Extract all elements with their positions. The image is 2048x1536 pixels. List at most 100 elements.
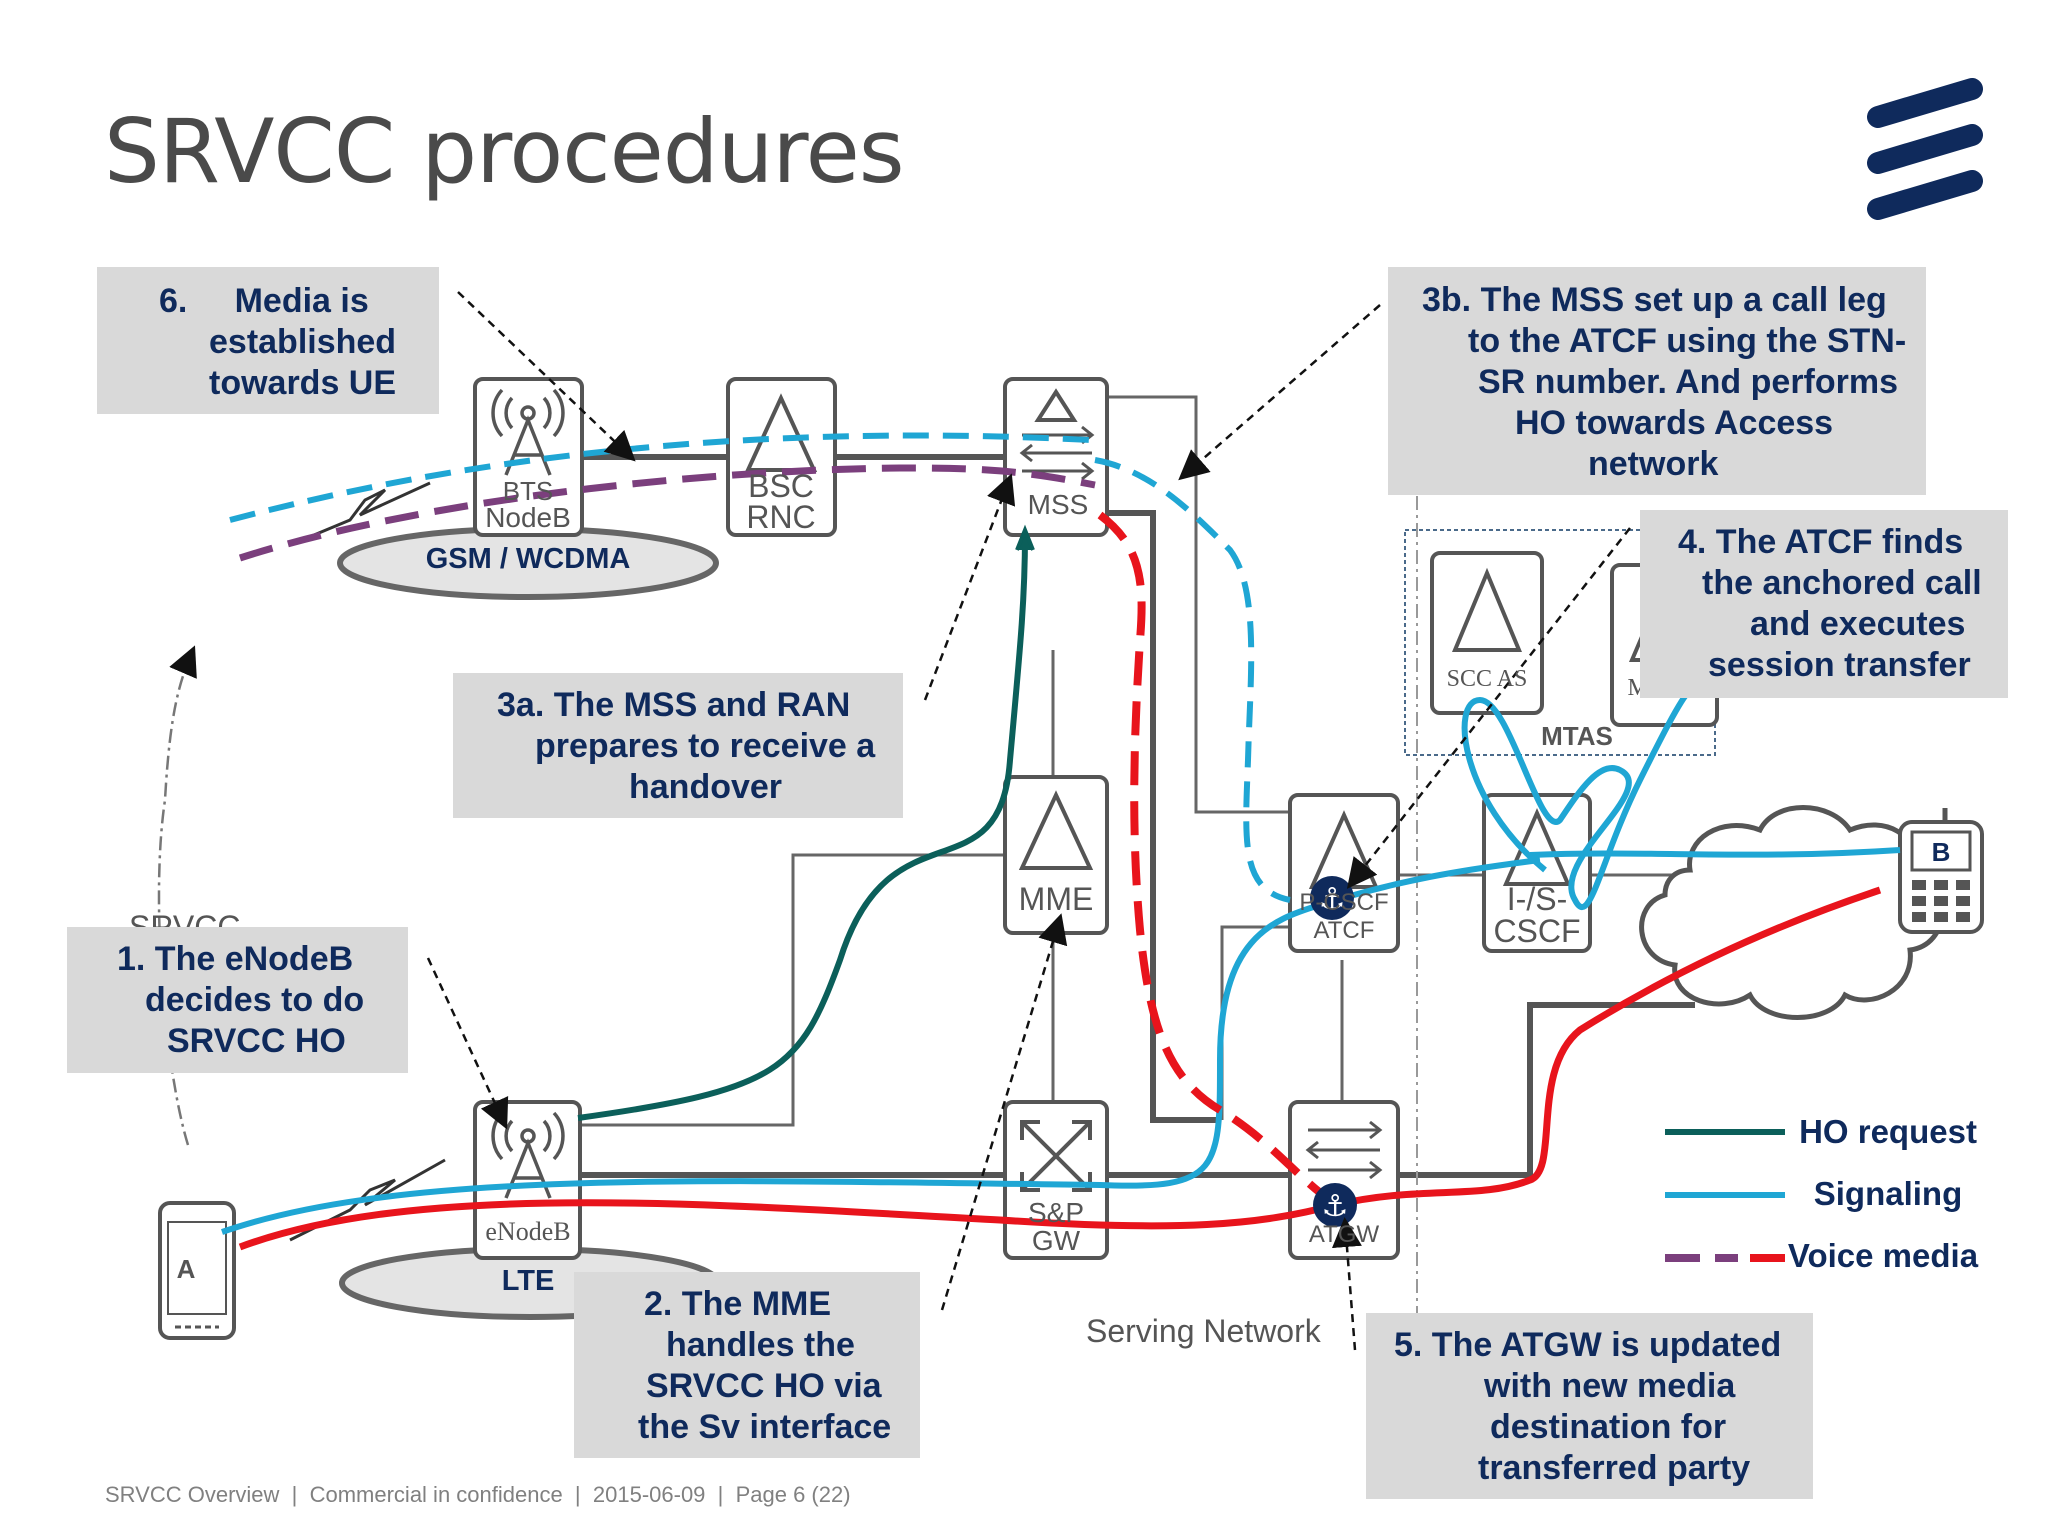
cscf-label-line1: I-/S-: [1507, 881, 1567, 917]
callout-step3b-line2: to the ATCF using the STN-: [1468, 322, 1907, 360]
mss-triangle-icon: [1034, 388, 1078, 422]
callout-step5: 5. The ATGW is updated with new media de…: [1366, 1313, 1813, 1499]
callout-step3b-line4: HO towards Access: [1515, 404, 1834, 442]
legend-voice-media-label: Voice media: [1787, 1237, 1979, 1274]
bsc-label-line2: RNC: [746, 499, 815, 535]
srvcc-handover-arrow: [157, 645, 197, 1146]
gsm-area-label: GSM / WCDMA: [426, 543, 631, 575]
callout-step3a-line2: prepares to receive a: [535, 727, 876, 765]
footer: SRVCC Overview | Commercial in confidenc…: [105, 1482, 851, 1507]
callout-step3a: 3a. The MSS and RAN prepares to receive …: [453, 673, 903, 818]
scc-as-label: SCC AS: [1447, 666, 1528, 692]
pointer-step6: [457, 291, 636, 462]
svg-text:⚓: ⚓: [1322, 1189, 1349, 1224]
atcf-anchor-icon: ⚓: [1310, 876, 1354, 920]
callout-step6-line3: towards UE: [209, 364, 397, 402]
atgw-label: ATGW: [1309, 1221, 1380, 1248]
callout-step6-line2: established: [209, 323, 397, 361]
atgw-switch-icon: [1305, 1120, 1383, 1180]
enodeb-box: [473, 1100, 582, 1260]
mss-box: [1003, 377, 1109, 537]
callout-step1-line2: decides to do: [145, 981, 365, 1019]
callout-step6: 6. Media is established towards UE: [97, 267, 439, 414]
cscf-label-line2: CSCF: [1493, 913, 1580, 949]
callout-step3a-line3: handover: [629, 768, 783, 806]
pointer-step3b: [1178, 304, 1381, 481]
phone-b-icon: [1898, 808, 1984, 934]
legend-ho-request-label: HO request: [1799, 1113, 1977, 1150]
callout-step1-line1: 1. The eNodeB: [117, 940, 354, 978]
callout-step3b: 3b. The MSS set up a call leg to the ATC…: [1388, 267, 1926, 495]
lte-area-label: LTE: [502, 1265, 555, 1297]
callout-step5-line1: 5. The ATGW is updated: [1394, 1326, 1782, 1364]
scc-as-triangle-icon: [1452, 567, 1522, 652]
callout-step1: 1. The eNodeB decides to do SRVCC HO: [67, 927, 408, 1073]
enodeb-label: eNodeB: [485, 1217, 570, 1246]
mtas-label: MTAS: [1541, 721, 1613, 751]
callout-step1-line3: SRVCC HO: [167, 1022, 346, 1060]
signaling-mtas-loop: [1461, 687, 1693, 910]
sgw-cross-icon: [1020, 1120, 1092, 1192]
serving-network-label: Serving Network: [1086, 1313, 1321, 1349]
footer-date: 2015-06-09: [592, 1482, 706, 1507]
pointer-step1: [426, 957, 509, 1130]
bsc-triangle-icon: [744, 393, 818, 472]
radio-link-gsm: [289, 481, 431, 547]
callout-step4-line3: and executes: [1750, 605, 1966, 643]
scc-as-box: [1430, 551, 1544, 715]
callout-step4-line1: 4. The ATCF finds: [1678, 523, 1964, 561]
legend-signaling-label: Signaling: [1813, 1175, 1963, 1212]
callout-step2-line1: 2. The MME: [644, 1285, 832, 1323]
signaling-gsm-dashed: [229, 432, 1091, 523]
ho-request-path: [577, 534, 1028, 1121]
pointer-step5: [1331, 1217, 1362, 1351]
atcf-label-line1: P-CSCF: [1299, 889, 1388, 916]
page-title: SRVCC procedures: [104, 100, 905, 203]
atcf-label-line2: ATCF: [1314, 917, 1375, 944]
signaling-mss-to-atcf: [1094, 457, 1291, 903]
callout-step3a-line1: 3a. The MSS and RAN: [497, 686, 851, 724]
atgw-anchor-icon: ⚓: [1313, 1183, 1357, 1227]
ericsson-logo-icon: [1867, 78, 1983, 220]
callout-step2-line2: handles the: [666, 1326, 855, 1364]
callout-step3b-line1: 3b. The MSS set up a call leg: [1422, 281, 1887, 319]
callout-step2-line3: SRVCC HO via: [646, 1367, 882, 1405]
callout-step2: 2. The MME handles the SRVCC HO via the …: [574, 1272, 920, 1458]
callout-step5-line3: destination for: [1490, 1408, 1727, 1446]
mss-label: MSS: [1028, 489, 1089, 520]
callout-step5-line2: with new media: [1484, 1367, 1736, 1405]
voice-media-red-dashed: [1097, 511, 1333, 1204]
sgw-label-line1: S&P: [1028, 1197, 1084, 1228]
bsc-label-line1: BSC: [748, 468, 814, 504]
callout-step4-line2: the anchored call: [1702, 564, 1982, 602]
bsc-rnc-box: [726, 377, 837, 537]
footer-page: Page 6 (22): [735, 1482, 851, 1507]
sgw-label-line2: GW: [1032, 1225, 1081, 1256]
callout-step3b-line3: SR number. And performs: [1478, 363, 1899, 401]
mme-triangle-icon: [1018, 790, 1094, 870]
mme-label: MME: [1019, 881, 1094, 917]
signaling-ue-to-cscf: [221, 857, 1541, 1235]
bts-label-line1: BTS: [503, 476, 554, 506]
pointer-step2: [940, 913, 1068, 1311]
bts-antenna-icon: [491, 388, 565, 476]
callout-step2-line4: the Sv interface: [638, 1408, 892, 1446]
callout-step6-line1: 6. Media is: [159, 282, 369, 320]
ims-cloud: [1639, 805, 1945, 1020]
bts-label-line2: NodeB: [485, 502, 571, 533]
ue-a-label: A: [177, 1254, 196, 1284]
ue-b-label: B: [1932, 837, 1951, 867]
pointer-step3a: [923, 473, 1016, 701]
footer-confidentiality: Commercial in confidence: [309, 1482, 563, 1507]
callout-step4-line4: session transfer: [1708, 646, 1971, 684]
phone-a-icon: [158, 1201, 236, 1340]
signaling-cscf-to-ue-b: [1529, 847, 1901, 858]
footer-doc: SRVCC Overview: [105, 1482, 280, 1507]
callout-step3b-line5: network: [1588, 445, 1719, 483]
voice-media-purple-gsm: [238, 464, 1096, 562]
callout-step4: 4. The ATCF finds the anchored call and …: [1640, 510, 2008, 698]
callout-step5-line4: transferred party: [1478, 1449, 1751, 1487]
pointer-step4: [1346, 527, 1631, 889]
